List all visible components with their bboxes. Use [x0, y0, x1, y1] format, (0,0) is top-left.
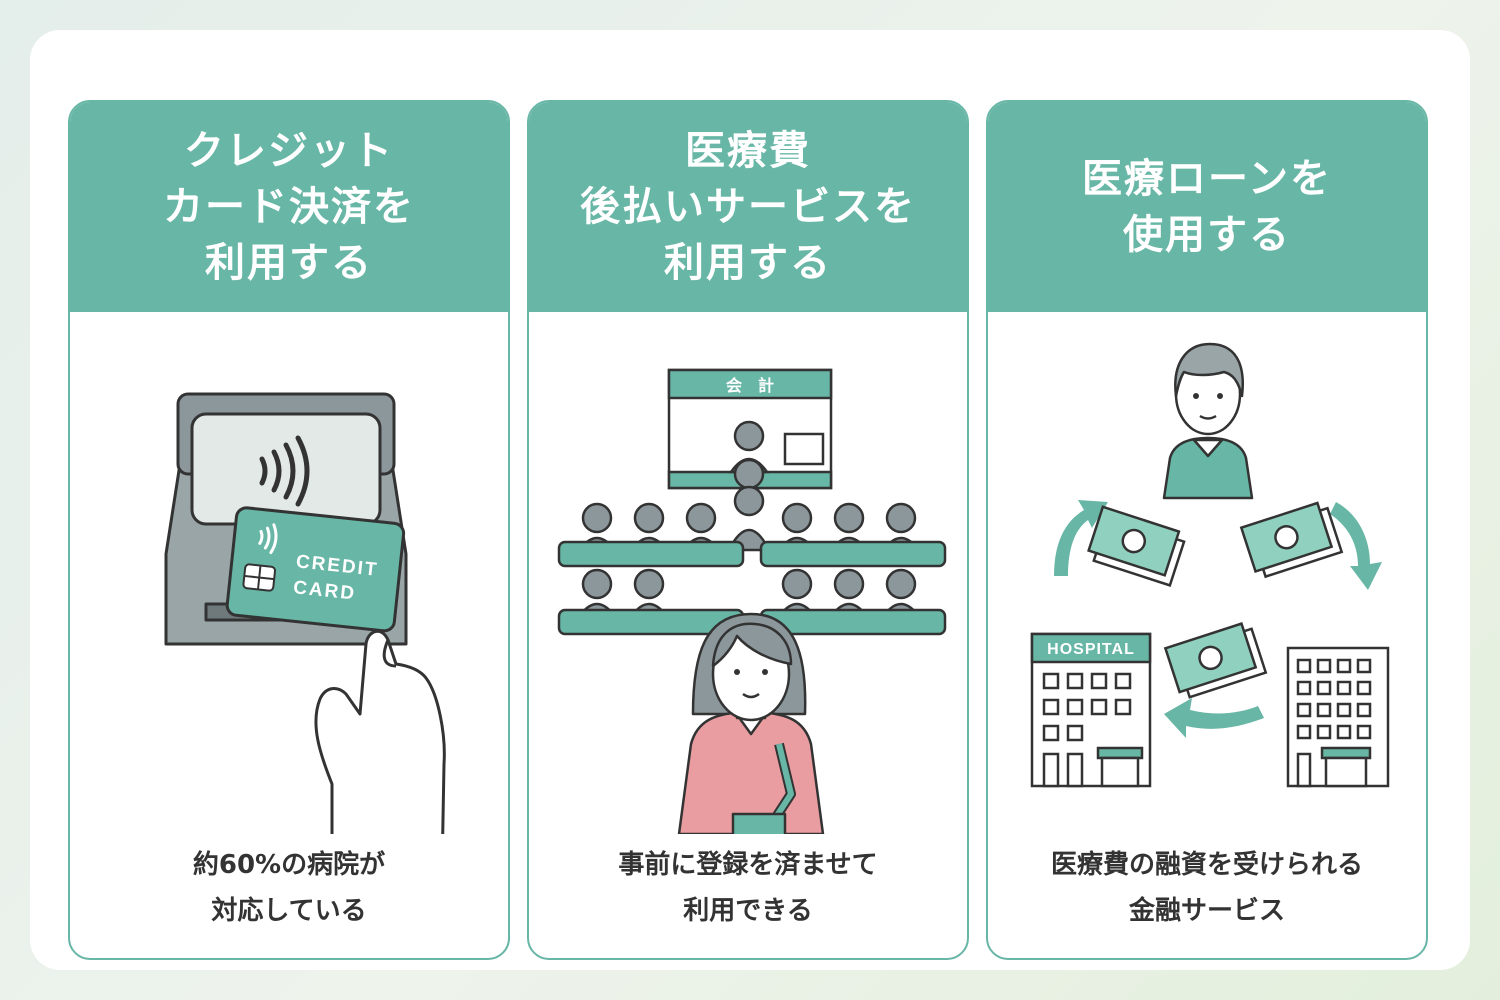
infographic-board: クレジット カード決済を 利用する	[30, 30, 1470, 970]
panel-header: 医療ローンを 使用する	[988, 102, 1426, 312]
panel-header: クレジット カード決済を 利用する	[70, 102, 508, 312]
panel-medical-loan: 医療ローンを 使用する	[986, 100, 1428, 960]
hospital-sign: HOSPITAL	[1047, 641, 1135, 658]
panel-title: 医療費 後払いサービスを 利用する	[580, 128, 916, 286]
panel-credit-card: クレジット カード決済を 利用する	[68, 100, 510, 960]
cashier-sign: 会 計	[726, 376, 774, 395]
medical-loan-flow-icon: HOSPITAL	[988, 314, 1426, 834]
panel-caption: 事前に登録を済ませて 利用できる	[618, 850, 878, 926]
credit-card-terminal-icon: CREDIT CARD	[70, 314, 508, 834]
panel-caption: 約60%の病院が 対応している	[192, 850, 386, 926]
panel-caption: 医療費の融資を受けられる 金融サービス	[1050, 850, 1363, 926]
panel-title: クレジット カード決済を 利用する	[163, 128, 415, 286]
hospital-waiting-room-icon: 会 計	[529, 314, 967, 834]
panel-deferred-payment: 医療費 後払いサービスを 利用する 会 計	[527, 100, 969, 960]
panel-header: 医療費 後払いサービスを 利用する	[529, 102, 967, 312]
panel-title: 医療ローンを 使用する	[1082, 156, 1332, 258]
